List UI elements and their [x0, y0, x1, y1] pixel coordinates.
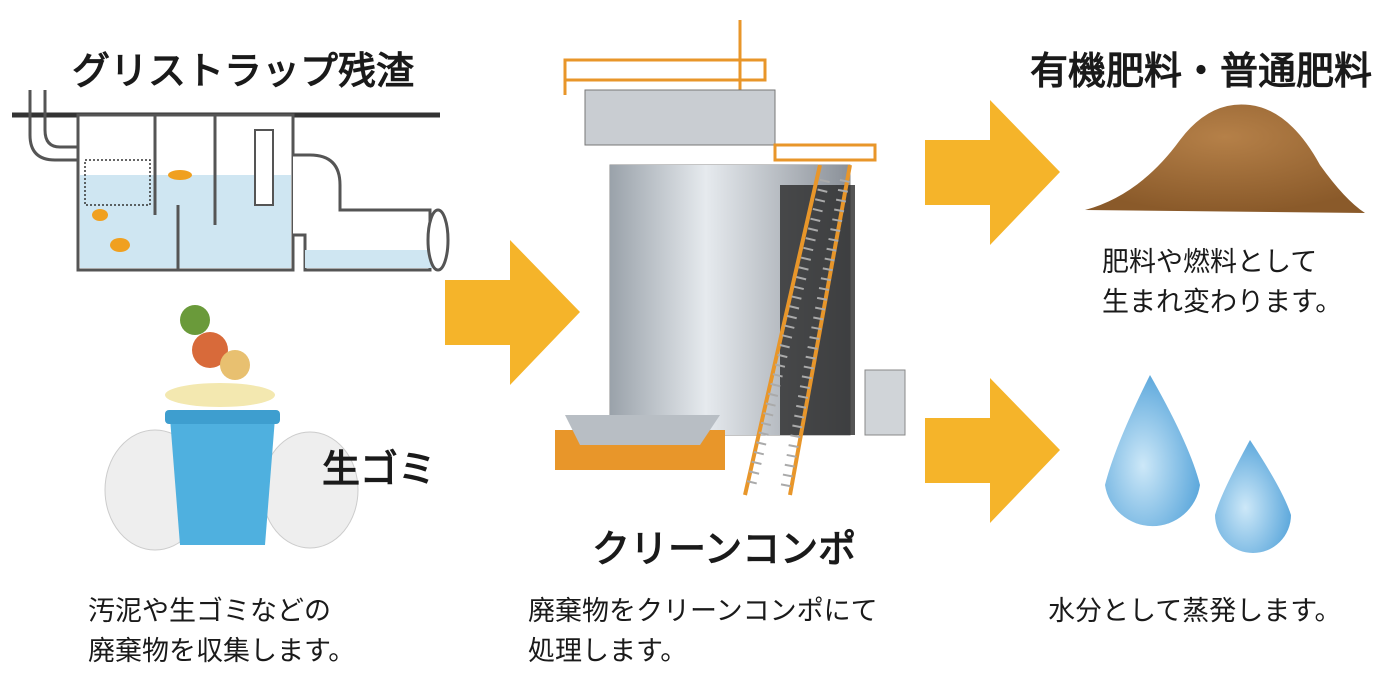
fertilizer-title: 有機肥料・普通肥料 [1030, 49, 1373, 93]
water-drops-icon [1105, 375, 1291, 553]
machine-line-1: 廃棄物をクリーンコンポにて [528, 596, 878, 627]
food-waste-title: 生ゴミ [322, 447, 437, 491]
fertilizer-line-1: 肥料や燃料として [1102, 247, 1318, 278]
collect-line-1: 汚泥や生ゴミなどの [88, 596, 331, 627]
arrow-right-icon [445, 240, 580, 385]
food-waste-illustration [104, 305, 359, 551]
grease-trap-illustration [12, 90, 450, 272]
machine-description: 廃棄物をクリーンコンポにて 処理します。 [528, 592, 878, 672]
clean-compo-machine-illustration [555, 20, 906, 496]
machine-title: クリーンコンポ [592, 527, 857, 571]
machine-line-2: 処理します。 [528, 636, 688, 667]
collect-description: 汚泥や生ゴミなどの 廃棄物を収集します。 [88, 592, 355, 672]
arrow-right-icon [925, 100, 1060, 245]
fertilizer-line-2: 生まれ変わります。 [1102, 287, 1343, 318]
grease-trap-title: グリストラップ残渣 [72, 49, 415, 93]
soil-pile-illustration [1085, 104, 1365, 213]
arrow-right-icon [925, 378, 1060, 523]
fertilizer-description: 肥料や燃料として 生まれ変わります。 [1102, 243, 1342, 323]
water-description: 水分として蒸発します。 [1048, 596, 1342, 627]
collect-line-2: 廃棄物を収集します。 [88, 636, 356, 667]
